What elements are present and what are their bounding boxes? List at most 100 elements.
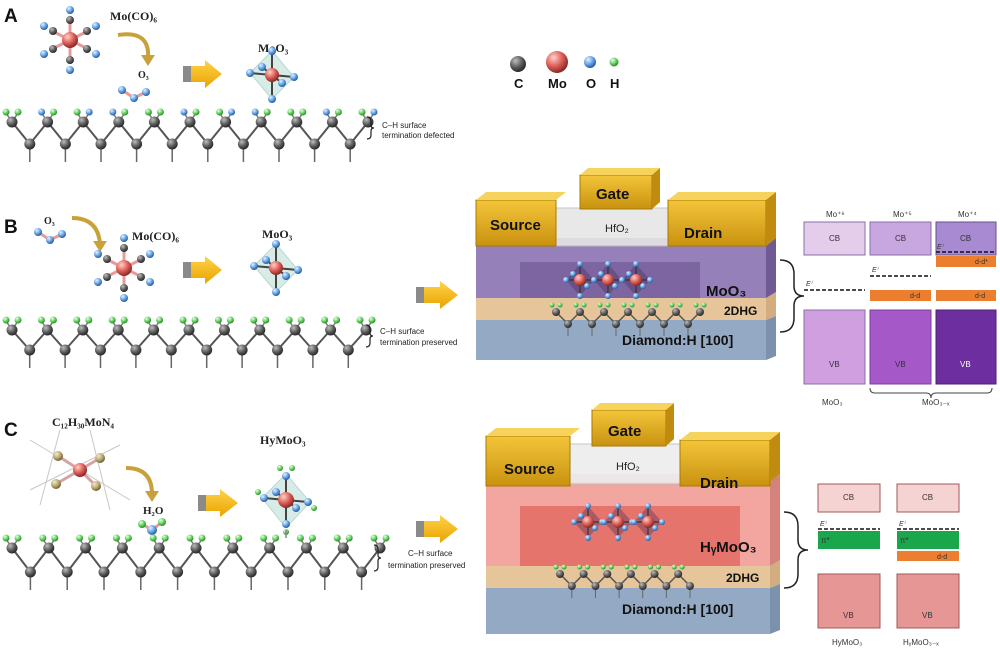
device-brace-c [783, 511, 809, 589]
diamond-substrate-c [486, 588, 770, 634]
source-contact-c [485, 435, 571, 487]
hfo2-dielectric-b [549, 207, 681, 247]
hymoo3-octahedron [255, 465, 317, 535]
band-bottom-label-b2: MoO₃₋ₓ [922, 398, 950, 407]
surface-note-a-line1: C–H surface [382, 121, 427, 130]
2dhg-label-c: 2DHG [726, 571, 759, 585]
cb-box-b2 [869, 221, 932, 256]
moo3-layer-label-b: MoO₃ [706, 283, 746, 300]
band-col2-header: Mo⁺⁵ [893, 210, 912, 219]
surface-note-c-line1: C–H surface [408, 549, 453, 558]
panel-b-label: B [4, 217, 18, 238]
substrate-label-b: Diamond:H [100] [622, 332, 733, 348]
surface-brace-b [365, 324, 374, 348]
gate-contact-b [579, 174, 653, 210]
fermi-label-b2: Eⁱ [872, 266, 880, 274]
cb-label-b3: CB [960, 234, 971, 243]
diamond-lattice-c [2, 530, 390, 590]
legend-carbon-atom [510, 56, 526, 72]
hfo2-label-b: HfO₂ [605, 223, 629, 235]
mocO6-molecule-b [94, 234, 154, 302]
hfo2-label-c: HfO₂ [616, 461, 640, 473]
dd-band-b3 [936, 290, 996, 301]
cb-label-b1: CB [829, 234, 840, 243]
2dhg-layer-b [476, 298, 766, 320]
surface-note-b-line1: C–H surface [380, 327, 425, 336]
vb-label-c2: VB [922, 611, 933, 620]
cb-box-c2 [896, 483, 960, 513]
vb-box-b3 [935, 309, 997, 385]
surface-brace-a [366, 116, 375, 140]
fermi-label-b1: Eⁱ [806, 280, 814, 288]
device-arrow-c [416, 515, 458, 543]
dd-label-b3: d-d [975, 293, 985, 300]
fermi-label-b3: Eⁱ [937, 243, 945, 251]
dd-band-b2 [870, 290, 931, 301]
tdmamo-molecule [29, 429, 131, 511]
band-col1-header: Mo⁺⁶ [826, 210, 845, 219]
o3-molecule-b [34, 228, 66, 244]
reaction-arrow-c [125, 466, 154, 495]
source-label-b: Source [490, 217, 541, 234]
panel-b: B O₃ Mo(CO)₆ MoO₃ [2, 168, 997, 407]
band-diagram-b: Mo⁺⁶ Mo⁺⁵ Mo⁺⁴ CB CB CB Eⁱ d-d* Eⁱ Eⁱ d-… [803, 210, 997, 407]
product-label-b: MoO₃ [262, 227, 293, 241]
cb-box-b3 [935, 221, 997, 256]
pi-star-band-c2 [897, 531, 959, 549]
reaction-arrow-b [71, 216, 102, 245]
precursor-label-a: Mo(CO)₆ [110, 9, 157, 23]
legend-label-c: C [514, 76, 524, 91]
dd-star-band [936, 256, 996, 267]
drain-contact-b [667, 199, 767, 247]
band-bottom-label-c2: HᵧMoO₃₋ₓ [903, 638, 939, 647]
moo3-octahedron-b [250, 240, 302, 296]
gate-contact-c [591, 409, 667, 447]
vb-box-b2 [869, 309, 932, 385]
source-contact-b [475, 199, 557, 247]
drain-label-c: Drain [700, 475, 738, 492]
oxidant-label-a: O₃ [138, 70, 149, 81]
legend-molybdenum-atom [546, 51, 568, 73]
device-brace-b [779, 259, 805, 333]
cb-box-c1 [817, 483, 881, 513]
pi-label-c2: π* [900, 536, 909, 545]
panel-a: A Mo(CO)₆ O₃ MoO₃ [2, 6, 455, 162]
vb-label-c1: VB [843, 611, 854, 620]
process-arrow-b [183, 256, 222, 284]
o3-molecule-a [118, 86, 150, 102]
vb-label-b2: VB [895, 360, 906, 369]
dd-label-b2: d-d [910, 293, 920, 300]
vb-box-b1 [803, 309, 866, 385]
band-diagram-c: CB CB Eⁱ Eⁱ π* π* d-d VB VB HyMoO₃ HᵧMoO… [817, 483, 960, 647]
dd-label-c2: d-d [937, 554, 947, 561]
vb-label-b3: VB [960, 360, 971, 369]
product-label-c: HyMoO₃ [260, 433, 306, 447]
legend-label-h: H [610, 76, 619, 91]
device-arrow-b [416, 281, 458, 309]
gate-label-c: Gate [608, 423, 641, 440]
2dhg-label-b: 2DHG [724, 304, 757, 318]
surface-note-a-line2: termination defected [382, 131, 455, 140]
cb-box-b1 [803, 221, 866, 256]
oxidant-label-b: O₃ [44, 216, 55, 227]
pi-star-band-c1 [818, 531, 880, 549]
precursor-label-b: Mo(CO)₆ [132, 229, 179, 243]
surface-note-c-line2: termination preserved [388, 561, 465, 570]
fermi-label-c2: Eⁱ [899, 520, 907, 528]
fermi-label-c1: Eⁱ [820, 520, 828, 528]
surface-note-b-line2: termination preserved [380, 338, 457, 347]
diamond-lattice-a [2, 108, 378, 162]
panel-c: C C₁₂H₃₀MoN₄ H₂O HyMoO₃ [2, 403, 960, 647]
cb-label-c2: CB [922, 493, 933, 502]
gate-label-b: Gate [596, 186, 629, 203]
band-col3-header: Mo⁺⁴ [958, 210, 977, 219]
transistor-device-b: Source Gate Drain HfO₂ MoO₃ 2DHG Diamond… [475, 168, 776, 360]
h2o-molecule [138, 518, 166, 535]
band-bottom-label-b1: MoO₃ [822, 398, 843, 407]
legend-label-o: O [586, 76, 596, 91]
band-bottom-label-c1: HyMoO₃ [832, 638, 862, 647]
dd-band-c2 [897, 551, 959, 561]
legend-hydrogen-atom [609, 57, 619, 67]
mocO6-molecule-a [40, 6, 100, 74]
